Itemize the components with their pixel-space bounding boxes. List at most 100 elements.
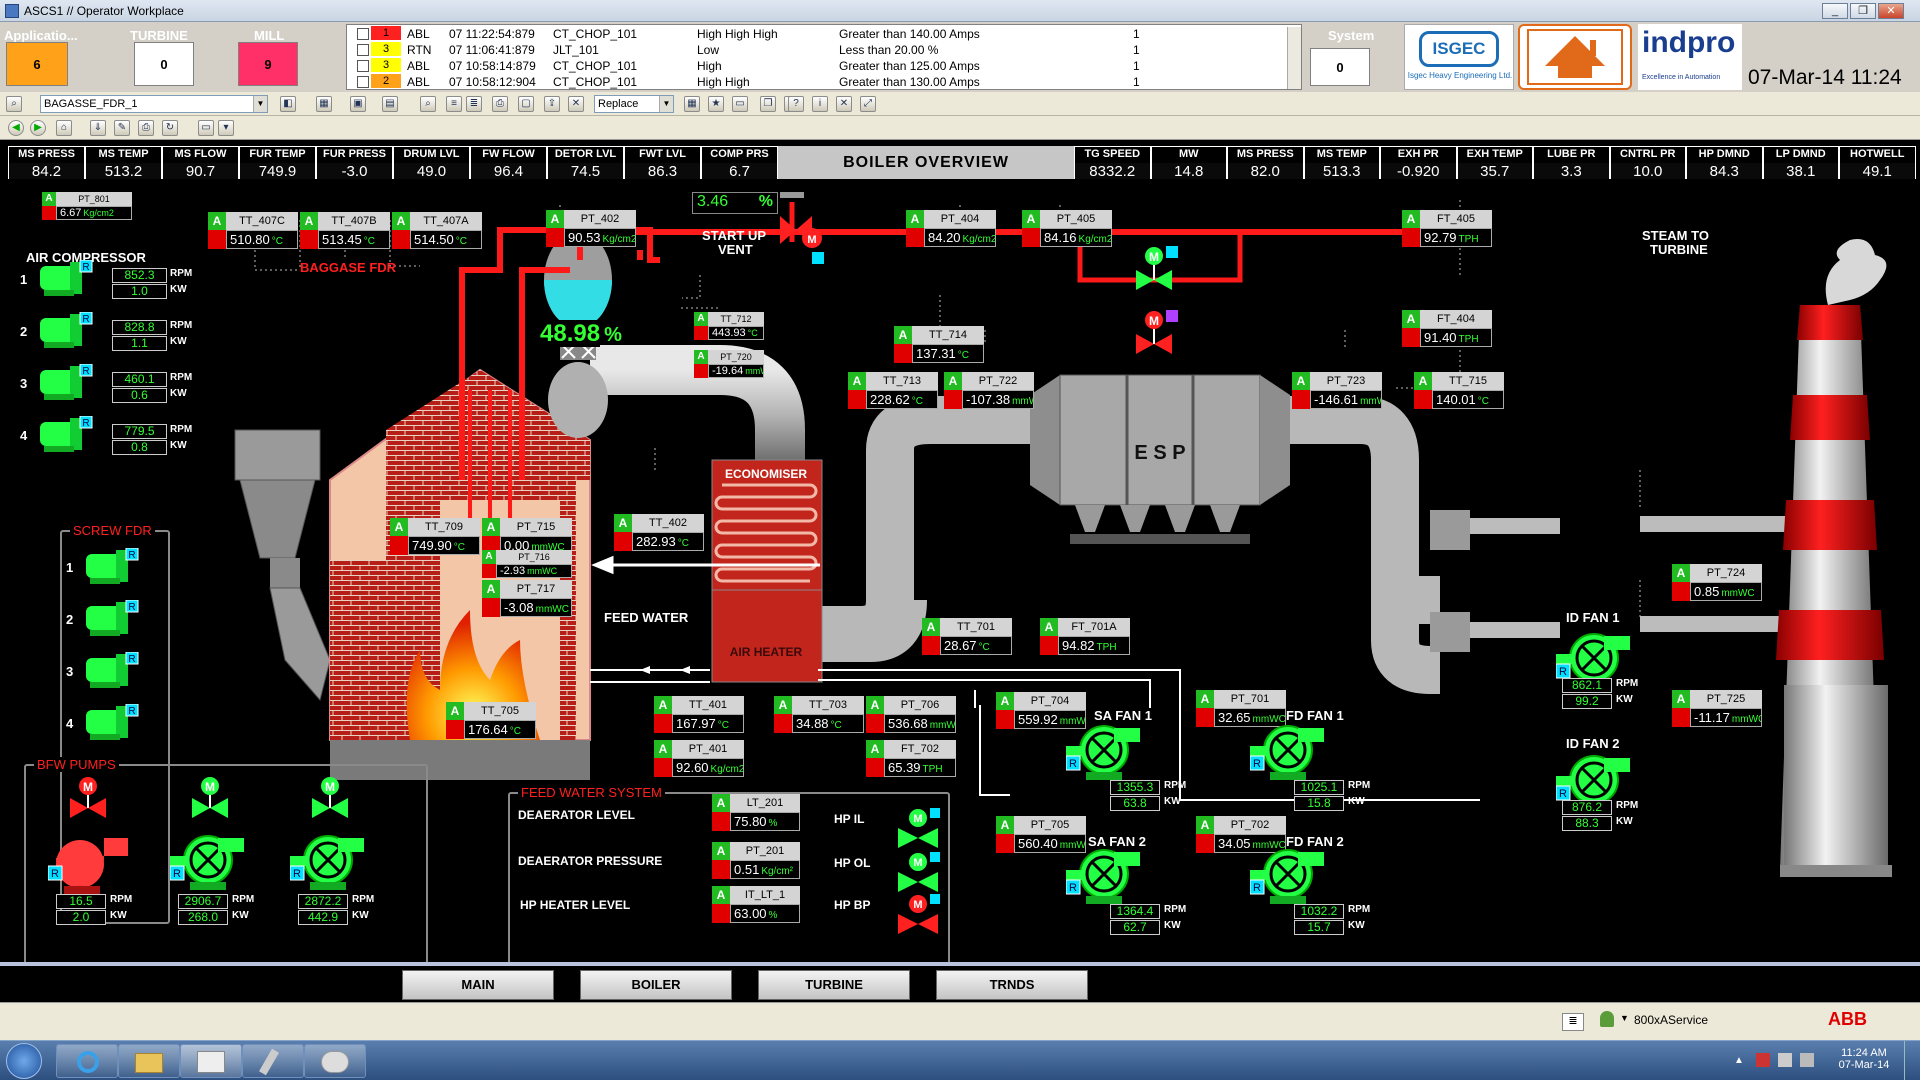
nav-trends-button[interactable]: TRNDS (936, 970, 1088, 1000)
help-icon[interactable]: ? (788, 96, 804, 112)
nav-main-button[interactable]: MAIN (402, 970, 554, 1000)
grid-icon[interactable]: ▦ (684, 96, 700, 112)
list-icon[interactable]: ≡ (446, 96, 462, 112)
tray-network-icon[interactable] (1778, 1053, 1792, 1067)
mode-selector[interactable]: Replace▼ (594, 95, 674, 113)
drum-level-readout[interactable]: 48.98% (540, 320, 622, 347)
fan-fd2-icon[interactable]: R (1249, 844, 1336, 910)
alarm-ack-checkbox[interactable] (357, 28, 369, 40)
tray-clock[interactable]: 11:24 AM 07-Mar-14 (1838, 1047, 1890, 1071)
taskbar-paint-icon[interactable] (304, 1044, 366, 1078)
fan-id2-icon[interactable]: R (1555, 750, 1642, 816)
bfw-pump-2-valve-icon[interactable]: M (190, 776, 230, 820)
object-selector[interactable]: BAGASSE_FDR_1▼ (40, 95, 268, 113)
taskbar-folder-icon[interactable] (118, 1044, 180, 1078)
hp-il-valve-icon[interactable]: M (894, 808, 944, 850)
start-button[interactable] (6, 1043, 42, 1079)
bfw-pump-1-icon[interactable]: R (47, 830, 134, 896)
bfw-pump-3-valve-icon[interactable]: M (310, 776, 350, 820)
tray-volume-icon[interactable] (1800, 1053, 1814, 1067)
tag-pt723[interactable]: APT_723-146.61mmWC (1292, 372, 1382, 410)
strip-tag-fur-press[interactable]: FUR PRESS-3.0 (316, 146, 393, 180)
restore-button[interactable]: ❐ (1850, 3, 1876, 19)
hp-bp-valve-icon[interactable]: M (894, 894, 944, 936)
chevron-down-icon[interactable]: ▼ (253, 96, 267, 112)
layout-icon[interactable]: ▭ (198, 120, 214, 136)
table-icon[interactable]: ▤ (382, 96, 398, 112)
air-compressor-3-icon[interactable]: R (36, 363, 94, 402)
steam-bypass-valve-icon[interactable]: M (1136, 310, 1180, 356)
alarm-ack-checkbox[interactable] (357, 76, 369, 88)
show-desktop-button[interactable] (1904, 1041, 1920, 1080)
taskbar-ie-icon[interactable] (56, 1044, 118, 1078)
chevron-down-icon[interactable]: ▼ (659, 96, 673, 112)
tag-pt722[interactable]: APT_722-107.38mmWC (944, 372, 1034, 410)
search-icon[interactable]: ⌕ (6, 96, 22, 112)
indicator-turbine[interactable]: TURBINE 0 (124, 22, 200, 92)
taskbar-operator-workplace-icon[interactable] (180, 1044, 242, 1078)
fan-sa1-icon[interactable]: R (1065, 720, 1152, 786)
steam-isolation-valve-icon[interactable]: M (1136, 246, 1180, 292)
close-view-icon[interactable]: ✕ (836, 96, 852, 112)
bfw-pump-3-icon[interactable]: R (289, 830, 376, 896)
nav-boiler-button[interactable]: BOILER (580, 970, 732, 1000)
back-arrow-icon[interactable]: ◀ (8, 120, 24, 136)
info-icon[interactable]: i (812, 96, 828, 112)
fan-sa2-icon[interactable]: R (1065, 844, 1152, 910)
graphics-icon[interactable]: ▣ (350, 96, 366, 112)
bfw-pump-2-icon[interactable]: R (169, 830, 256, 896)
zoom-icon[interactable]: ⌕ (420, 96, 436, 112)
home-icon[interactable]: ⌂ (56, 120, 72, 136)
nav-turbine-button[interactable]: TURBINE (758, 970, 910, 1000)
print-small-icon[interactable]: ⎙ (138, 120, 154, 136)
air-compressor-4-icon[interactable]: R (36, 415, 94, 454)
download-icon[interactable]: ⇓ (90, 120, 106, 136)
maximize-view-icon[interactable]: ⤢ (860, 96, 876, 112)
screw-feeder-2-icon[interactable]: R (82, 599, 140, 638)
alarm-scrollbar[interactable] (1287, 27, 1301, 89)
hp-ol-valve-icon[interactable]: M (894, 852, 944, 894)
copy-icon[interactable]: ❐ (760, 96, 776, 112)
tray-flag-icon[interactable] (1756, 1053, 1770, 1067)
taskbar-tools-icon[interactable] (242, 1044, 304, 1078)
bfw-pump-1-valve-icon[interactable]: M (68, 776, 108, 820)
favorite-star-icon[interactable]: ★ (708, 96, 724, 112)
tools-icon[interactable]: ✎ (114, 120, 130, 136)
screw-feeder-1-icon[interactable]: R (82, 547, 140, 586)
